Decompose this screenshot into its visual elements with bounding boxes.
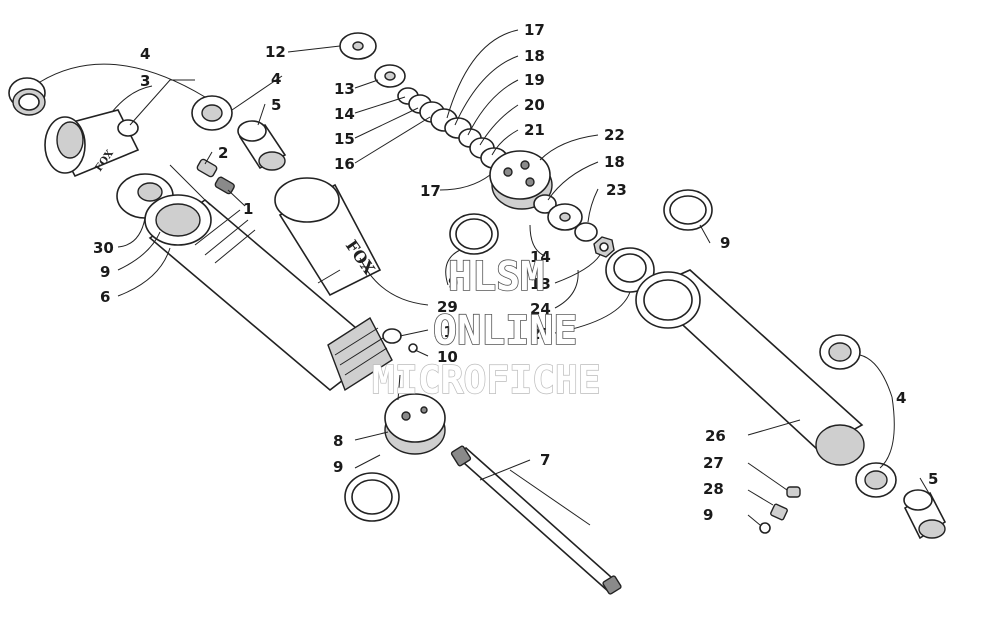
callout-18: 18 [604, 153, 625, 171]
bushing-4-left [8, 77, 46, 116]
callout-18: 18 [524, 47, 545, 65]
shim-stack-17-21 [444, 117, 508, 169]
sleeve-5-right [903, 489, 947, 540]
callout-16: 16 [334, 155, 355, 173]
callout-27: 27 [703, 454, 724, 472]
callout-11: 11 [433, 323, 454, 341]
ring-25 [605, 247, 655, 293]
callout-22: 22 [604, 126, 625, 144]
body-26 [635, 269, 865, 466]
bushing-4-upper [191, 95, 233, 131]
sleeve-5-upper [237, 120, 287, 171]
callout-17: 17 [524, 21, 545, 39]
callout-8: 8 [333, 432, 343, 450]
callout-7: 7 [540, 451, 550, 469]
callout-2: 2 [218, 144, 228, 162]
reservoir-30: FOX [274, 177, 382, 297]
shaft-7 [450, 445, 622, 595]
o-ring-11 [382, 328, 402, 344]
callout-25: 25 [530, 325, 551, 343]
callout-14: 14 [530, 248, 551, 266]
callout-31: 30 [93, 239, 114, 257]
leader-lines [39, 29, 931, 526]
shim-18 [533, 194, 557, 214]
watermark-line3: MICROFICHE [372, 358, 601, 402]
callout-26: 26 [705, 427, 726, 445]
callout-12: 12 [265, 43, 286, 61]
callout-15: 15 [334, 130, 355, 148]
callout-10: 10 [437, 348, 458, 366]
washer-14-lower [547, 203, 583, 231]
callout-14: 14 [334, 105, 355, 123]
ring-9-right [663, 189, 713, 231]
callout-4: 4 [140, 45, 150, 63]
callout-9: 9 [720, 234, 730, 252]
callout-1: 1 [243, 200, 253, 218]
end-cap-3: FOX [44, 109, 140, 178]
seal-head-8 [384, 393, 446, 455]
callout-5: 5 [271, 96, 281, 114]
callout-24: 24 [530, 300, 551, 318]
callout-21: 21 [524, 121, 545, 139]
callout-9: 9 [100, 263, 110, 281]
callout-9: 9 [448, 274, 458, 292]
callout-13: 13 [334, 80, 355, 98]
callout-4: 4 [896, 389, 906, 407]
watermark-line1: HLSM [448, 254, 544, 300]
watermark-line2: ONLINE [433, 308, 578, 354]
callout-17: 17 [420, 182, 441, 200]
washer-23 [574, 222, 598, 242]
callout-5: 5 [928, 470, 938, 488]
callout-30: 29 [437, 298, 458, 316]
callout-3: 3 [140, 72, 150, 90]
ring-9-lower [344, 472, 400, 522]
callout-19: 19 [524, 71, 545, 89]
callout-29: 9 [703, 506, 713, 524]
callout-13: 13 [530, 275, 551, 293]
callout-20: 20 [524, 96, 545, 114]
fitting-2 [196, 158, 218, 178]
callout-labels: 4 3 4 5 2 1 30 9 6 12 13 14 15 16 17 18 … [93, 21, 938, 524]
callout-4: 4 [271, 70, 281, 88]
bushing-4-right [819, 334, 897, 498]
callout-6: 6 [100, 288, 110, 306]
callout-9: 9 [333, 458, 343, 476]
washer-13 [374, 64, 406, 88]
fitting-1 [214, 176, 235, 195]
ring-17-lower [449, 213, 499, 255]
callout-23: 23 [606, 181, 627, 199]
nut-24 [593, 236, 615, 258]
shock-body-6 [144, 194, 393, 392]
watermark: HLSM ONLINE MICROFICHE [371, 253, 601, 403]
fittings-27-29 [759, 486, 801, 534]
callout-28: 28 [703, 480, 724, 498]
washer-12 [339, 32, 377, 60]
